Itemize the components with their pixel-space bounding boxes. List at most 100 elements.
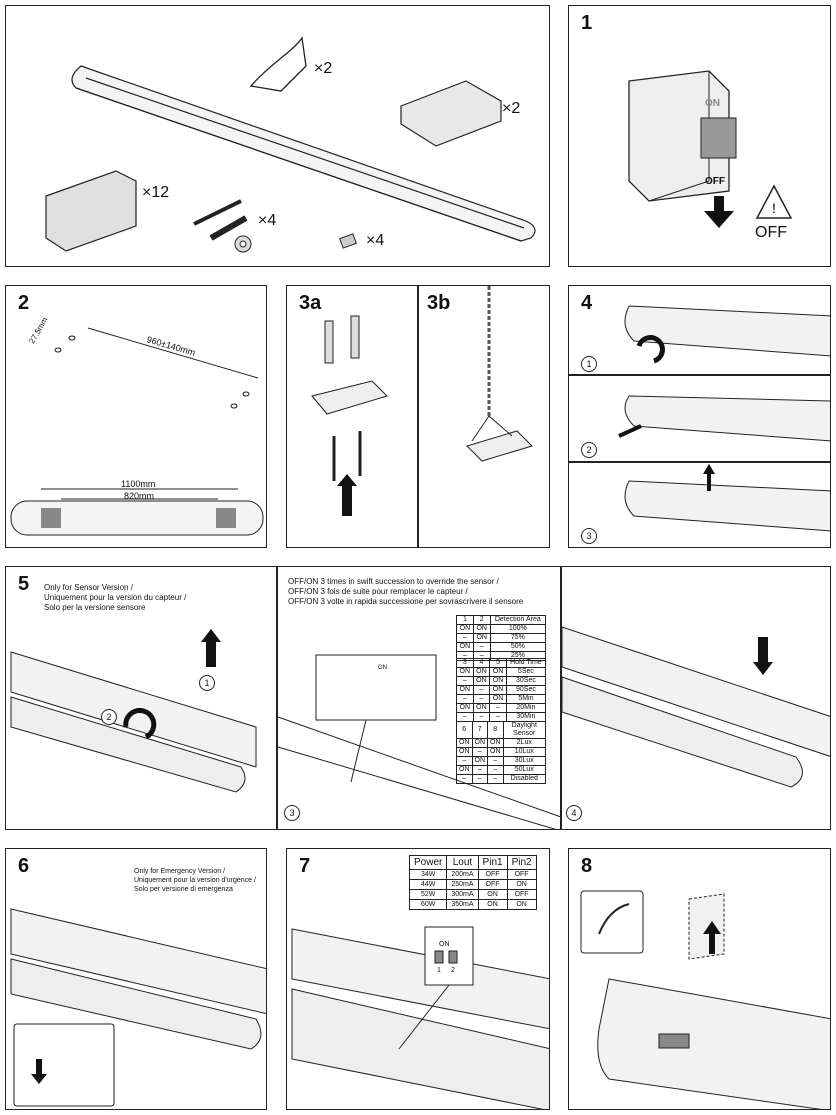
table-cell: 350mA xyxy=(446,899,479,910)
emergency-note-it: Solo per versione di emergenza xyxy=(134,886,233,893)
substep-3: 3 xyxy=(284,805,300,821)
table-cell: – xyxy=(489,703,507,713)
table-cell: ON xyxy=(456,747,473,757)
table-cell: ON xyxy=(456,685,474,695)
table-header: 4 xyxy=(472,658,491,668)
override-note-en: OFF/ON 3 times in swift succession to ov… xyxy=(288,577,499,586)
table-cell: ON xyxy=(472,676,491,686)
table-cell: – xyxy=(472,642,491,652)
table-row: –––Disabled xyxy=(456,774,546,784)
table-cell: ON xyxy=(456,703,474,713)
table-cell: – xyxy=(472,685,491,695)
step-number: 6 xyxy=(18,855,30,877)
table-cell: 60W xyxy=(408,899,448,910)
table-cell: 50Lux xyxy=(502,765,546,775)
table-cell: – xyxy=(456,756,473,766)
table-cell: – xyxy=(456,774,473,784)
dip-on-label: ON xyxy=(378,665,387,671)
step-5-panel: 5 Only for Sensor Version / Uniquement p… xyxy=(5,566,831,830)
step-4-panel: 4 1 2 3 xyxy=(568,285,831,548)
substep-3: 3 xyxy=(581,528,597,544)
emergency-note-en: Only for Emergency Version / xyxy=(134,868,226,875)
off-warning-label: OFF xyxy=(755,224,787,241)
divider xyxy=(569,374,830,376)
drilling-diagram xyxy=(10,327,264,536)
sensor-illustration xyxy=(10,626,830,829)
table-cell: ON xyxy=(472,633,491,643)
table-header: 1 xyxy=(456,615,474,625)
table-header: 2 xyxy=(472,615,491,625)
table-cell: ON xyxy=(506,899,537,910)
dip-2-label: 2 xyxy=(451,967,455,974)
step-1-panel: 1 ! ON OFF OFF xyxy=(568,5,831,267)
screw-qty: ×4 xyxy=(366,232,385,249)
table-cell: Disabled xyxy=(502,774,546,784)
dip-1-label: 1 xyxy=(437,967,441,974)
table-cell: – xyxy=(487,765,504,775)
table-cell: ON xyxy=(456,738,473,748)
table-cell: – xyxy=(471,765,488,775)
step-number: 1 xyxy=(581,12,593,34)
panel-divider xyxy=(417,286,419,547)
step-6-panel: 6 Only for Emergency Version / Uniquemen… xyxy=(5,848,267,1110)
table-cell: ON xyxy=(472,624,491,634)
on-label: ON xyxy=(705,98,720,109)
table-header: 8 xyxy=(487,721,504,739)
length-inner-label: 820mm xyxy=(124,491,155,501)
table-header: 7 xyxy=(471,721,488,739)
hanger-qty: ×2 xyxy=(314,60,333,77)
svg-text:!: ! xyxy=(772,200,776,216)
step-number: 5 xyxy=(18,573,30,595)
table-cell: ON xyxy=(489,694,507,704)
table-cell: – xyxy=(471,774,488,784)
table-cell: ON xyxy=(456,624,474,634)
override-note-it: OFF/ON 3 volte in rapida successione per… xyxy=(288,597,524,606)
table-cell: 30Sec xyxy=(505,676,547,686)
breaker-illustration: ! xyxy=(628,70,793,228)
table-cell: 100% xyxy=(489,624,547,634)
sensor-note: Only for Sensor Version / Uniquement pou… xyxy=(44,583,186,613)
clip-qty: ×12 xyxy=(142,184,170,201)
override-note-fr: OFF/ON 3 fois de suite pour remplacer le… xyxy=(288,587,468,596)
mounting-illustration xyxy=(311,286,533,516)
table-header: Hold Time xyxy=(505,658,547,668)
table-header: 5 xyxy=(489,658,507,668)
substep-2: 2 xyxy=(101,709,117,725)
substep-2: 2 xyxy=(581,442,597,458)
sensor-note-it: Solo per la versione sensore xyxy=(44,603,146,612)
table-cell: 5Min xyxy=(505,694,547,704)
table-cell: – xyxy=(456,694,474,704)
table-cell: – xyxy=(472,694,491,704)
table-cell: – xyxy=(487,774,504,784)
divider xyxy=(560,567,562,829)
table-cell: ON xyxy=(471,756,488,766)
table-cell: 30Lux xyxy=(502,756,546,766)
substep-1: 1 xyxy=(581,356,597,372)
table-cell: 10Lux xyxy=(502,747,546,757)
table-cell: ON xyxy=(489,667,507,677)
substep-1: 1 xyxy=(199,675,215,691)
table-cell: ON xyxy=(456,667,474,677)
table-header: 6 xyxy=(456,721,473,739)
table-cell: ON xyxy=(472,667,491,677)
table-cell: ON xyxy=(471,738,488,748)
override-note: OFF/ON 3 times in swift succession to ov… xyxy=(288,577,523,607)
step-3-panel: 3a 3b xyxy=(286,285,550,548)
step-3a-number: 3a xyxy=(299,292,322,314)
step-2-panel: 2 27.5mm 960±140mm 1100mm 820mm xyxy=(5,285,267,548)
table-cell: ON xyxy=(489,685,507,695)
plug-qty: ×4 xyxy=(258,212,277,229)
table-cell: 20Min xyxy=(505,703,547,713)
